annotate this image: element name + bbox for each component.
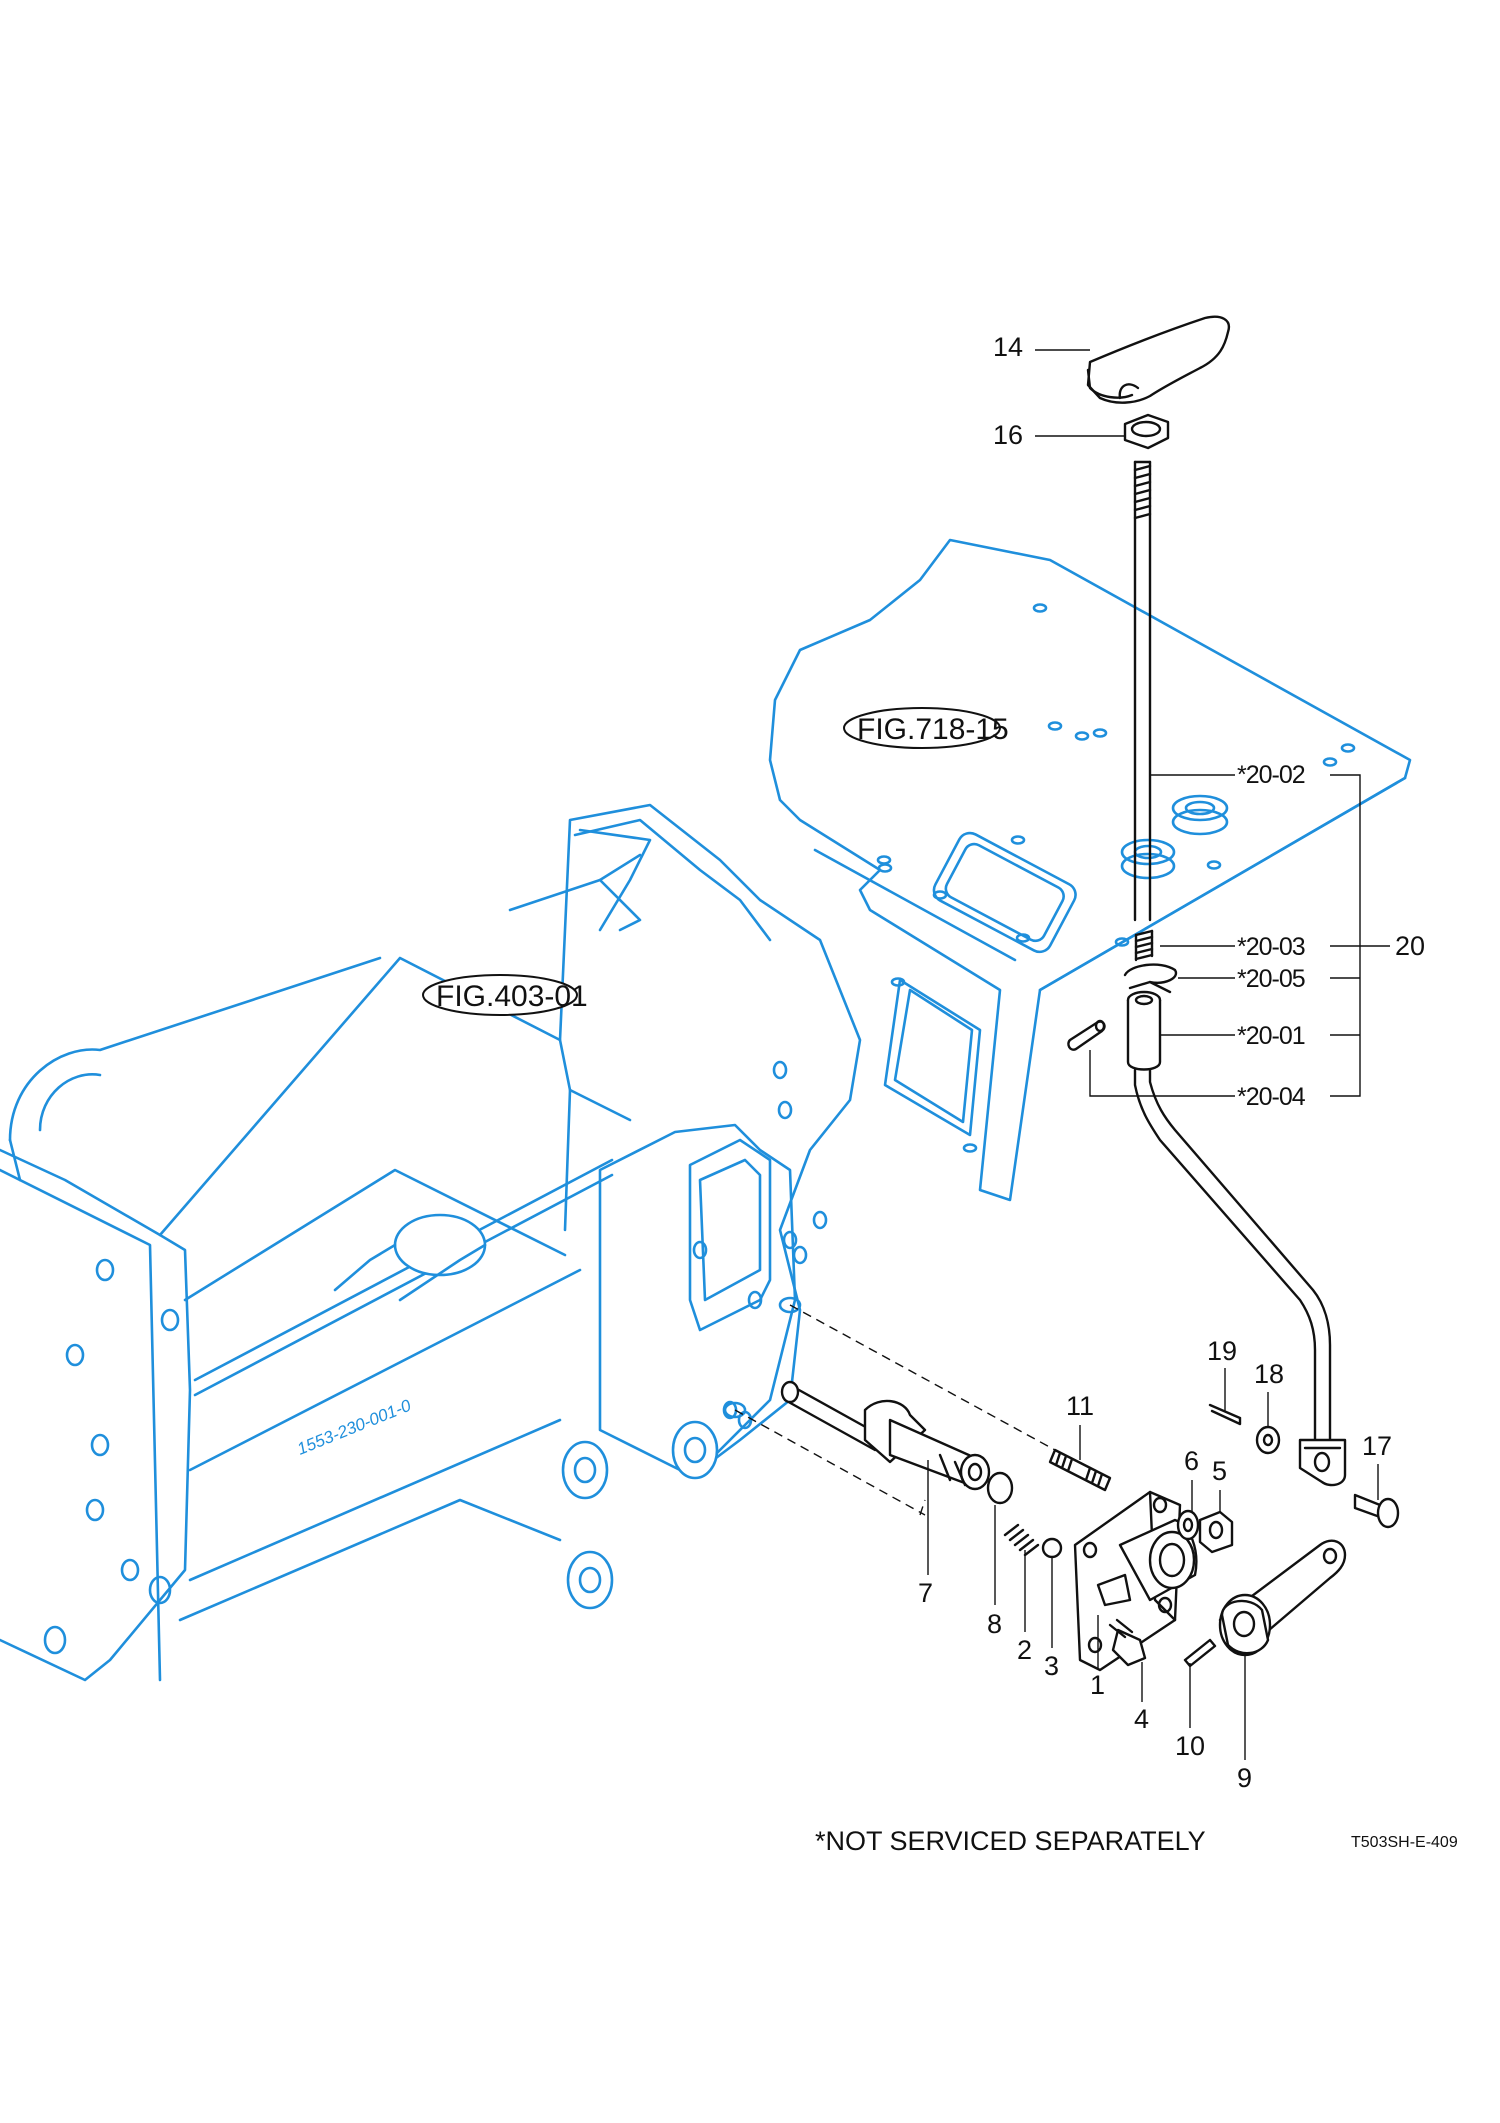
figure-ref-fig-403-01: FIG.403-01	[422, 974, 588, 1016]
label-part-20-01: *20-01	[1237, 1022, 1305, 1050]
label-part-6: 6	[1184, 1446, 1199, 1476]
part-1-housing	[1073, 1490, 1198, 1672]
label-part-20: 20	[1395, 931, 1425, 961]
label-part-20-05: *20-05	[1237, 965, 1305, 993]
part-20-02-rod	[1133, 460, 1152, 922]
label-part-19: 19	[1207, 1336, 1237, 1366]
part-16-nut	[1123, 413, 1170, 450]
part-10-roll-pin	[1183, 1638, 1217, 1668]
part-18-washer	[1255, 1425, 1281, 1455]
upper-panel-reference	[768, 538, 1412, 1202]
part-7-shaft	[780, 1380, 991, 1491]
part-labels: 14 16 *20-02 *20-03 *20-05 *20-01 *20-04…	[918, 332, 1425, 1793]
label-part-20-04: *20-04	[1237, 1083, 1306, 1111]
label-part-5: 5	[1212, 1456, 1227, 1486]
part-3-ball	[1041, 1537, 1063, 1559]
part-8-o-ring	[986, 1471, 1014, 1505]
label-part-4: 4	[1134, 1704, 1149, 1734]
part-20-03-spring	[1134, 929, 1154, 962]
footnote-not-serviced: *NOT SERVICED SEPARATELY	[815, 1826, 1206, 1856]
part-6-washer	[1176, 1509, 1200, 1541]
drawing-code: T503SH-E-409	[1351, 1834, 1458, 1851]
label-part-18: 18	[1254, 1359, 1284, 1389]
label-part-2: 2	[1017, 1635, 1032, 1665]
label-part-8: 8	[987, 1609, 1002, 1639]
label-part-20-03: *20-03	[1237, 933, 1305, 961]
part-4-bolt	[1108, 1618, 1147, 1667]
part-2-spring	[1003, 1523, 1040, 1557]
label-part-16: 16	[993, 420, 1023, 450]
part-5-nut	[1198, 1510, 1234, 1554]
part-17-clevis-pin	[1353, 1493, 1400, 1529]
label-part-7: 7	[918, 1578, 933, 1608]
alignment-lines	[734, 1304, 1056, 1516]
label-part-20-02: *20-02	[1237, 761, 1305, 789]
transmission-case-reference: 1553-230-001-0	[0, 803, 862, 1682]
label-part-9: 9	[1237, 1763, 1252, 1793]
part-20-04-pin	[1067, 1019, 1106, 1051]
label-part-3: 3	[1044, 1651, 1059, 1681]
label-part-11: 11	[1066, 1391, 1094, 1421]
label-part-14: 14	[993, 332, 1023, 362]
part-14-knob	[1086, 315, 1231, 404]
part-9-lever	[1218, 1539, 1347, 1657]
part-20-01-sleeve-arm	[1126, 990, 1347, 1487]
figure-ref-fig-718-15-label: FIG.718-15	[857, 713, 1009, 746]
part-11-stud	[1048, 1448, 1112, 1492]
casting-serial: 1553-230-001-0	[294, 1396, 414, 1459]
figure-ref-fig-718-15: FIG.718-15	[843, 707, 1009, 749]
part-20-05-clip	[1123, 963, 1178, 994]
figure-ref-fig-403-01-label: FIG.403-01	[436, 980, 588, 1013]
label-part-1: 1	[1090, 1670, 1105, 1700]
leader-lines	[927, 349, 1390, 1760]
label-part-17: 17	[1362, 1431, 1392, 1461]
label-part-10: 10	[1175, 1731, 1205, 1761]
